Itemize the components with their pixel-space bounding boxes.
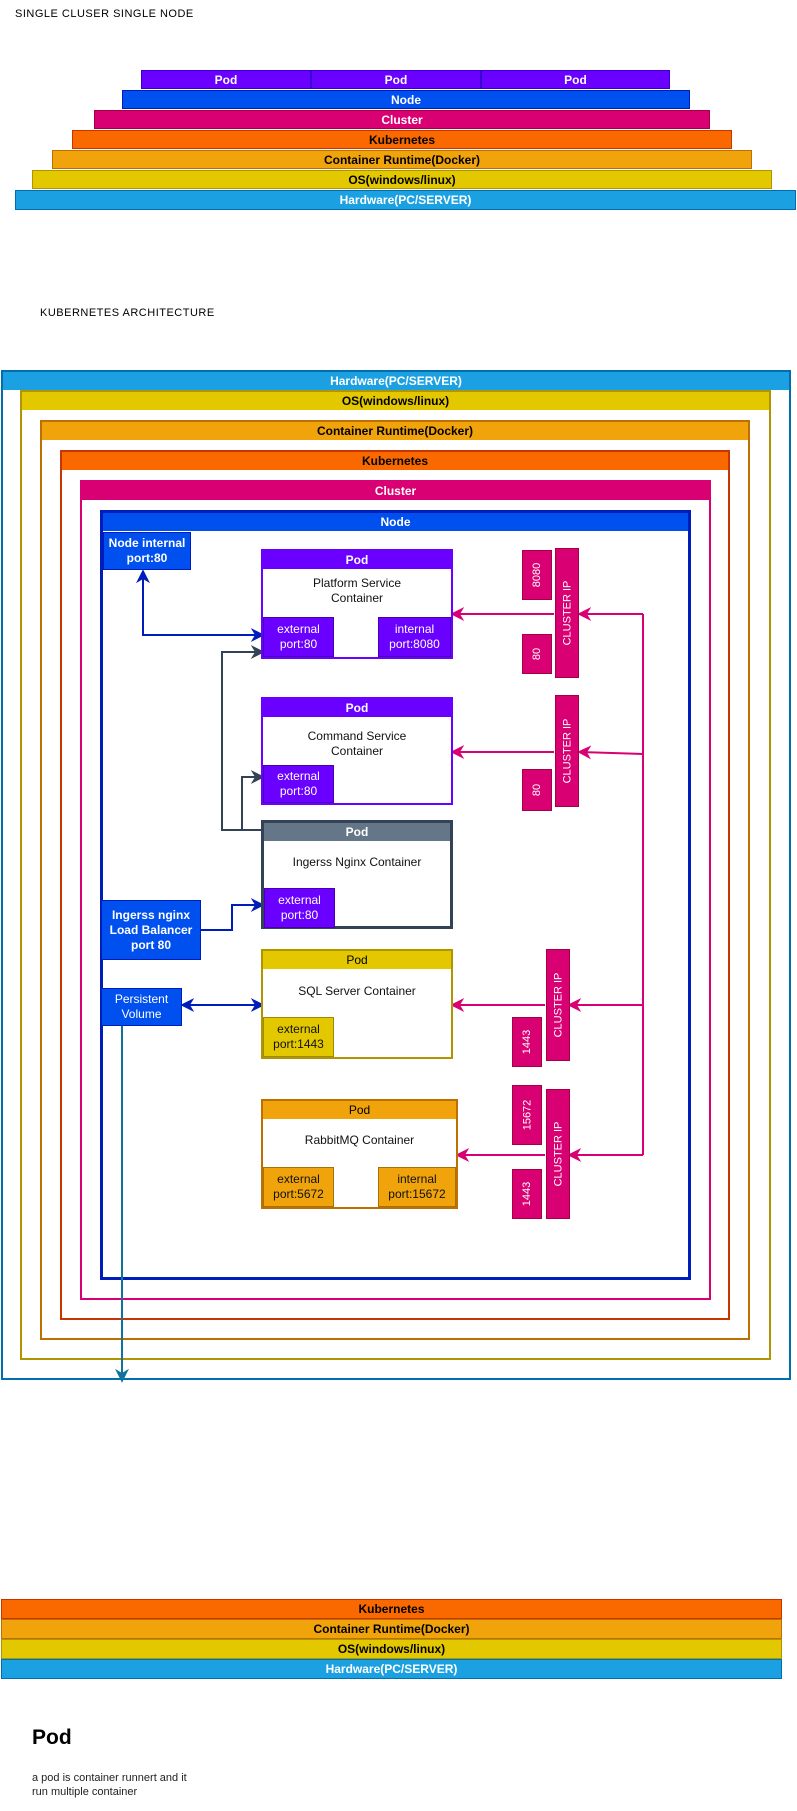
- pod-note-text: a pod is container runnert and it run mu…: [32, 1772, 187, 1798]
- lb-to-nginx-wire: [200, 898, 265, 931]
- sql-container-name: SQL Server Container: [298, 984, 416, 998]
- rabbit-port-1443[interactable]: 1443: [512, 1169, 542, 1219]
- command-port-80[interactable]: 80: [522, 769, 552, 811]
- sql-pod-title: Pod: [263, 951, 451, 969]
- sql-port-1443-label: 1443: [520, 1029, 533, 1055]
- command-port-80-label: 80: [531, 783, 543, 797]
- runtime-frame: Container Runtime(Docker): [40, 420, 750, 1340]
- rabbit-internal-port[interactable]: internal port:15672: [378, 1167, 456, 1207]
- mini-kubernetes[interactable]: Kubernetes: [1, 1599, 782, 1619]
- platform-port-8080[interactable]: 8080: [522, 550, 552, 600]
- cluster-frame-title: Cluster: [82, 482, 709, 500]
- platform-service-pod[interactable]: Pod Platform Service Container external …: [261, 549, 453, 659]
- cluster-frame: Cluster: [80, 480, 711, 1300]
- command-cluster-ip[interactable]: CLUSTER IP: [555, 695, 579, 807]
- nginx-to-command-wire: [241, 770, 265, 831]
- rabbit-pod-title: Pod: [263, 1101, 456, 1119]
- command-pod-title: Pod: [263, 699, 451, 717]
- bus-to-command-clusterip: [577, 745, 644, 760]
- rabbit-external-port[interactable]: external port:5672: [263, 1167, 334, 1207]
- stack-pod-1[interactable]: Pod: [141, 70, 311, 89]
- rabbit-cluster-ip-label: CLUSTER IP: [552, 1121, 565, 1187]
- platform-port-8080-label: 8080: [530, 562, 543, 588]
- kubernetes-frame-title: Kubernetes: [62, 452, 728, 470]
- platform-cluster-ip-label: CLUSTER IP: [561, 580, 574, 646]
- stack-cluster[interactable]: Cluster: [94, 110, 710, 129]
- os-frame-title: OS(windows/linux): [22, 392, 769, 410]
- runtime-frame-title: Container Runtime(Docker): [42, 422, 748, 440]
- arch-heading: KUBERNETES ARCHITECTURE: [40, 307, 215, 319]
- platform-container-name: Platform Service Container: [312, 576, 402, 605]
- stack-runtime[interactable]: Container Runtime(Docker): [52, 150, 752, 169]
- mini-runtime[interactable]: Container Runtime(Docker): [1, 1619, 782, 1639]
- stack-pod-2[interactable]: Pod: [311, 70, 481, 89]
- nginx-pod-title: Pod: [264, 823, 450, 841]
- sql-cluster-ip-label: CLUSTER IP: [552, 972, 565, 1038]
- platform-port-80-label: 80: [531, 647, 543, 661]
- rabbit-cluster-ip[interactable]: CLUSTER IP: [546, 1089, 570, 1219]
- node-frame: Node: [100, 510, 691, 1280]
- rabbit-port-15672-label: 15672: [521, 1099, 533, 1131]
- rabbit-port-15672[interactable]: 15672: [512, 1085, 542, 1145]
- os-frame: OS(windows/linux): [20, 390, 771, 1360]
- nginx-external-port[interactable]: external port:80: [264, 888, 335, 928]
- command-container-name: Command Service Container: [307, 729, 407, 758]
- node-frame-title: Node: [103, 513, 688, 531]
- kubernetes-frame: Kubernetes: [60, 450, 730, 1320]
- rabbitmq-pod[interactable]: Pod RabbitMQ Container external port:567…: [261, 1099, 458, 1209]
- sql-port-1443[interactable]: 1443: [512, 1017, 542, 1067]
- stack-kubernetes[interactable]: Kubernetes: [72, 130, 732, 149]
- platform-cluster-ip[interactable]: CLUSTER IP: [555, 548, 579, 678]
- hardware-frame-title: Hardware(PC/SERVER): [3, 372, 789, 390]
- stack-node[interactable]: Node: [122, 90, 690, 109]
- rabbit-container-name: RabbitMQ Container: [304, 1133, 415, 1147]
- sql-external-port[interactable]: external port:1443: [263, 1017, 334, 1057]
- ingress-nginx-pod[interactable]: Pod Ingerss Nginx Container external por…: [261, 820, 453, 929]
- mini-os[interactable]: OS(windows/linux): [1, 1639, 782, 1659]
- sql-cluster-ip[interactable]: CLUSTER IP: [546, 949, 570, 1061]
- node-to-platform-wire: [136, 569, 265, 642]
- hardware-frame: Hardware(PC/SERVER): [1, 370, 791, 1380]
- command-service-pod[interactable]: Pod Command Service Container external p…: [261, 697, 453, 805]
- platform-external-port[interactable]: external port:80: [263, 617, 334, 657]
- ingress-load-balancer[interactable]: Ingerss nginx Load Balancer port 80: [101, 900, 201, 960]
- platform-port-80[interactable]: 80: [522, 634, 552, 674]
- node-internal-port[interactable]: Node internal port:80: [103, 532, 191, 570]
- stack-pod-3[interactable]: Pod: [481, 70, 670, 89]
- platform-pod-title: Pod: [263, 551, 451, 569]
- persistent-volume[interactable]: Persistent Volume: [101, 988, 182, 1026]
- command-external-port[interactable]: external port:80: [263, 765, 334, 803]
- stack-os[interactable]: OS(windows/linux): [32, 170, 772, 189]
- sql-server-pod[interactable]: Pod SQL Server Container external port:1…: [261, 949, 453, 1059]
- pod-note-title: Pod: [32, 1726, 72, 1749]
- stack-heading: SINGLE CLUSER SINGLE NODE: [15, 8, 194, 20]
- command-cluster-ip-label: CLUSTER IP: [561, 718, 574, 784]
- platform-internal-port[interactable]: internal port:8080: [378, 617, 451, 657]
- stack-hardware[interactable]: Hardware(PC/SERVER): [15, 190, 796, 210]
- rabbit-port-1443-label: 1443: [520, 1181, 533, 1207]
- mini-hardware[interactable]: Hardware(PC/SERVER): [1, 1659, 782, 1679]
- nginx-container-name: Ingerss Nginx Container: [292, 855, 422, 869]
